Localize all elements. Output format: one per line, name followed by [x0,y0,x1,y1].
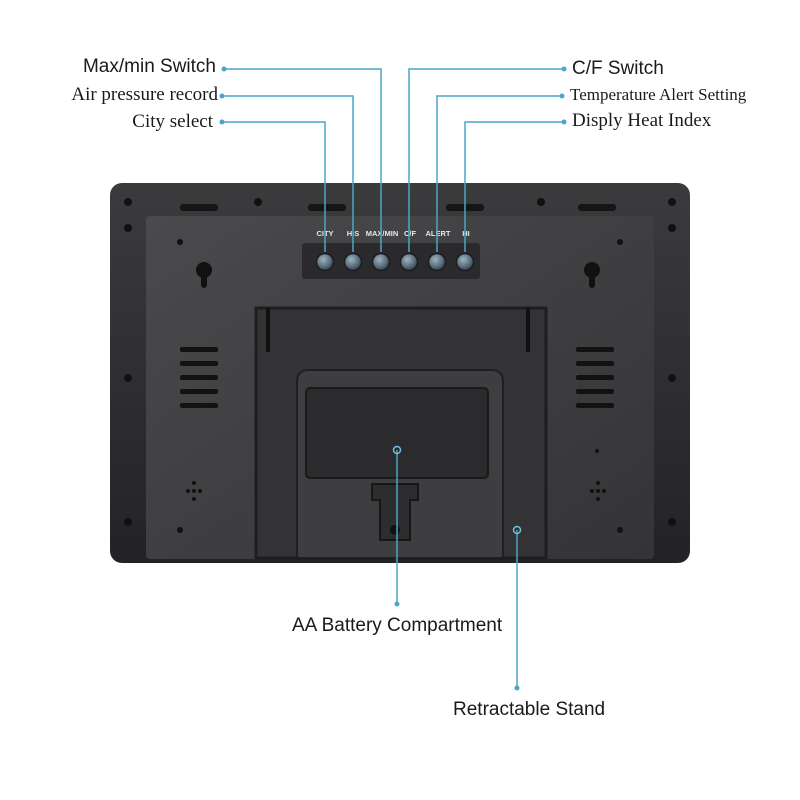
callout-line-alert [436,95,562,252]
top-slot [308,204,346,211]
keyhole-mount-left [196,262,212,288]
keyhole-mount-right [584,262,600,288]
hi-button[interactable] [455,252,475,272]
label-city-select: City select [132,111,213,132]
speaker-holes-right [590,481,606,501]
city-button[interactable] [315,252,335,272]
alert-button[interactable] [427,252,447,272]
callout-line-city [222,121,326,252]
button-label-cf: C/F [404,229,417,238]
maxmin-button[interactable] [371,252,391,272]
speaker-holes-left [186,481,202,501]
callout-line-heat-index [464,121,564,252]
callout-line-air-pressure [222,95,354,252]
callout-anchors [392,445,522,535]
label-air-pressure-record: Air pressure record [71,84,218,105]
top-slot [180,204,218,211]
callout-line-cf [408,68,564,252]
callout-lines [222,68,564,688]
button-label-alert: ALERT [426,229,451,238]
button-label-hi: HI [462,229,470,238]
battery-latch [371,483,419,541]
vent-left [180,347,218,408]
label-battery-compartment: AA Battery Compartment [292,615,503,636]
edge-screws [124,198,676,533]
label-max-min-switch: Max/min Switch [82,56,216,77]
button-label-maxmin: MAX/MIN [366,229,399,238]
cf-button[interactable] [399,252,419,272]
callout-dots [219,66,567,691]
label-temperature-alert-setting: Temperature Alert Setting [570,85,747,104]
label-retractable-stand: Retractable Stand [453,699,606,720]
callout-line-max-min [224,68,382,252]
label-cf-switch: C/F Switch [572,58,664,79]
top-slot [578,204,616,211]
vent-right [576,347,614,408]
label-display-heat-index: Disply Heat Index [572,110,712,131]
his-button[interactable] [343,252,363,272]
